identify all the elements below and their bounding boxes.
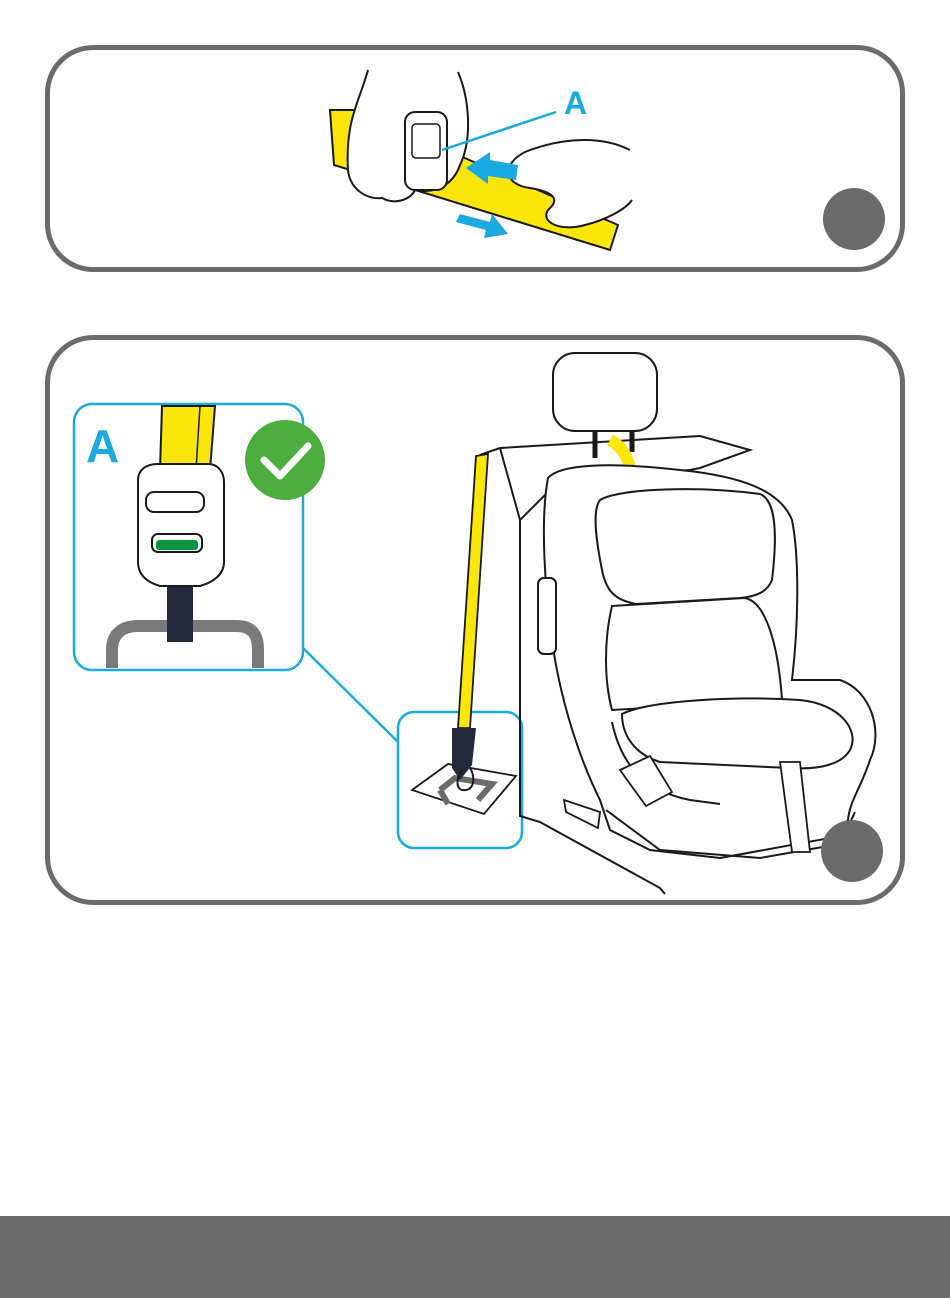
green-indicator [156, 540, 198, 550]
callout-label-a: A [564, 85, 587, 121]
step-number-circle [823, 188, 885, 250]
checkmark-icon [245, 420, 325, 500]
top-tether-strap [458, 454, 488, 728]
step-number-circle [821, 820, 883, 882]
booster-backrest [606, 598, 782, 710]
tension-indicator-buckle [138, 464, 224, 586]
direction-arrow-icon [456, 214, 508, 238]
strap-adjust-illustration: A [330, 70, 632, 250]
inset-connector [303, 648, 398, 742]
yellow-strap [160, 406, 215, 470]
booster-cushion [622, 699, 853, 769]
footer-bar [0, 1216, 950, 1298]
inset-detail-a: A [74, 404, 325, 670]
vehicle-headrest [553, 353, 657, 431]
inset-label-a: A [86, 420, 119, 472]
booster-headrest [596, 489, 775, 604]
